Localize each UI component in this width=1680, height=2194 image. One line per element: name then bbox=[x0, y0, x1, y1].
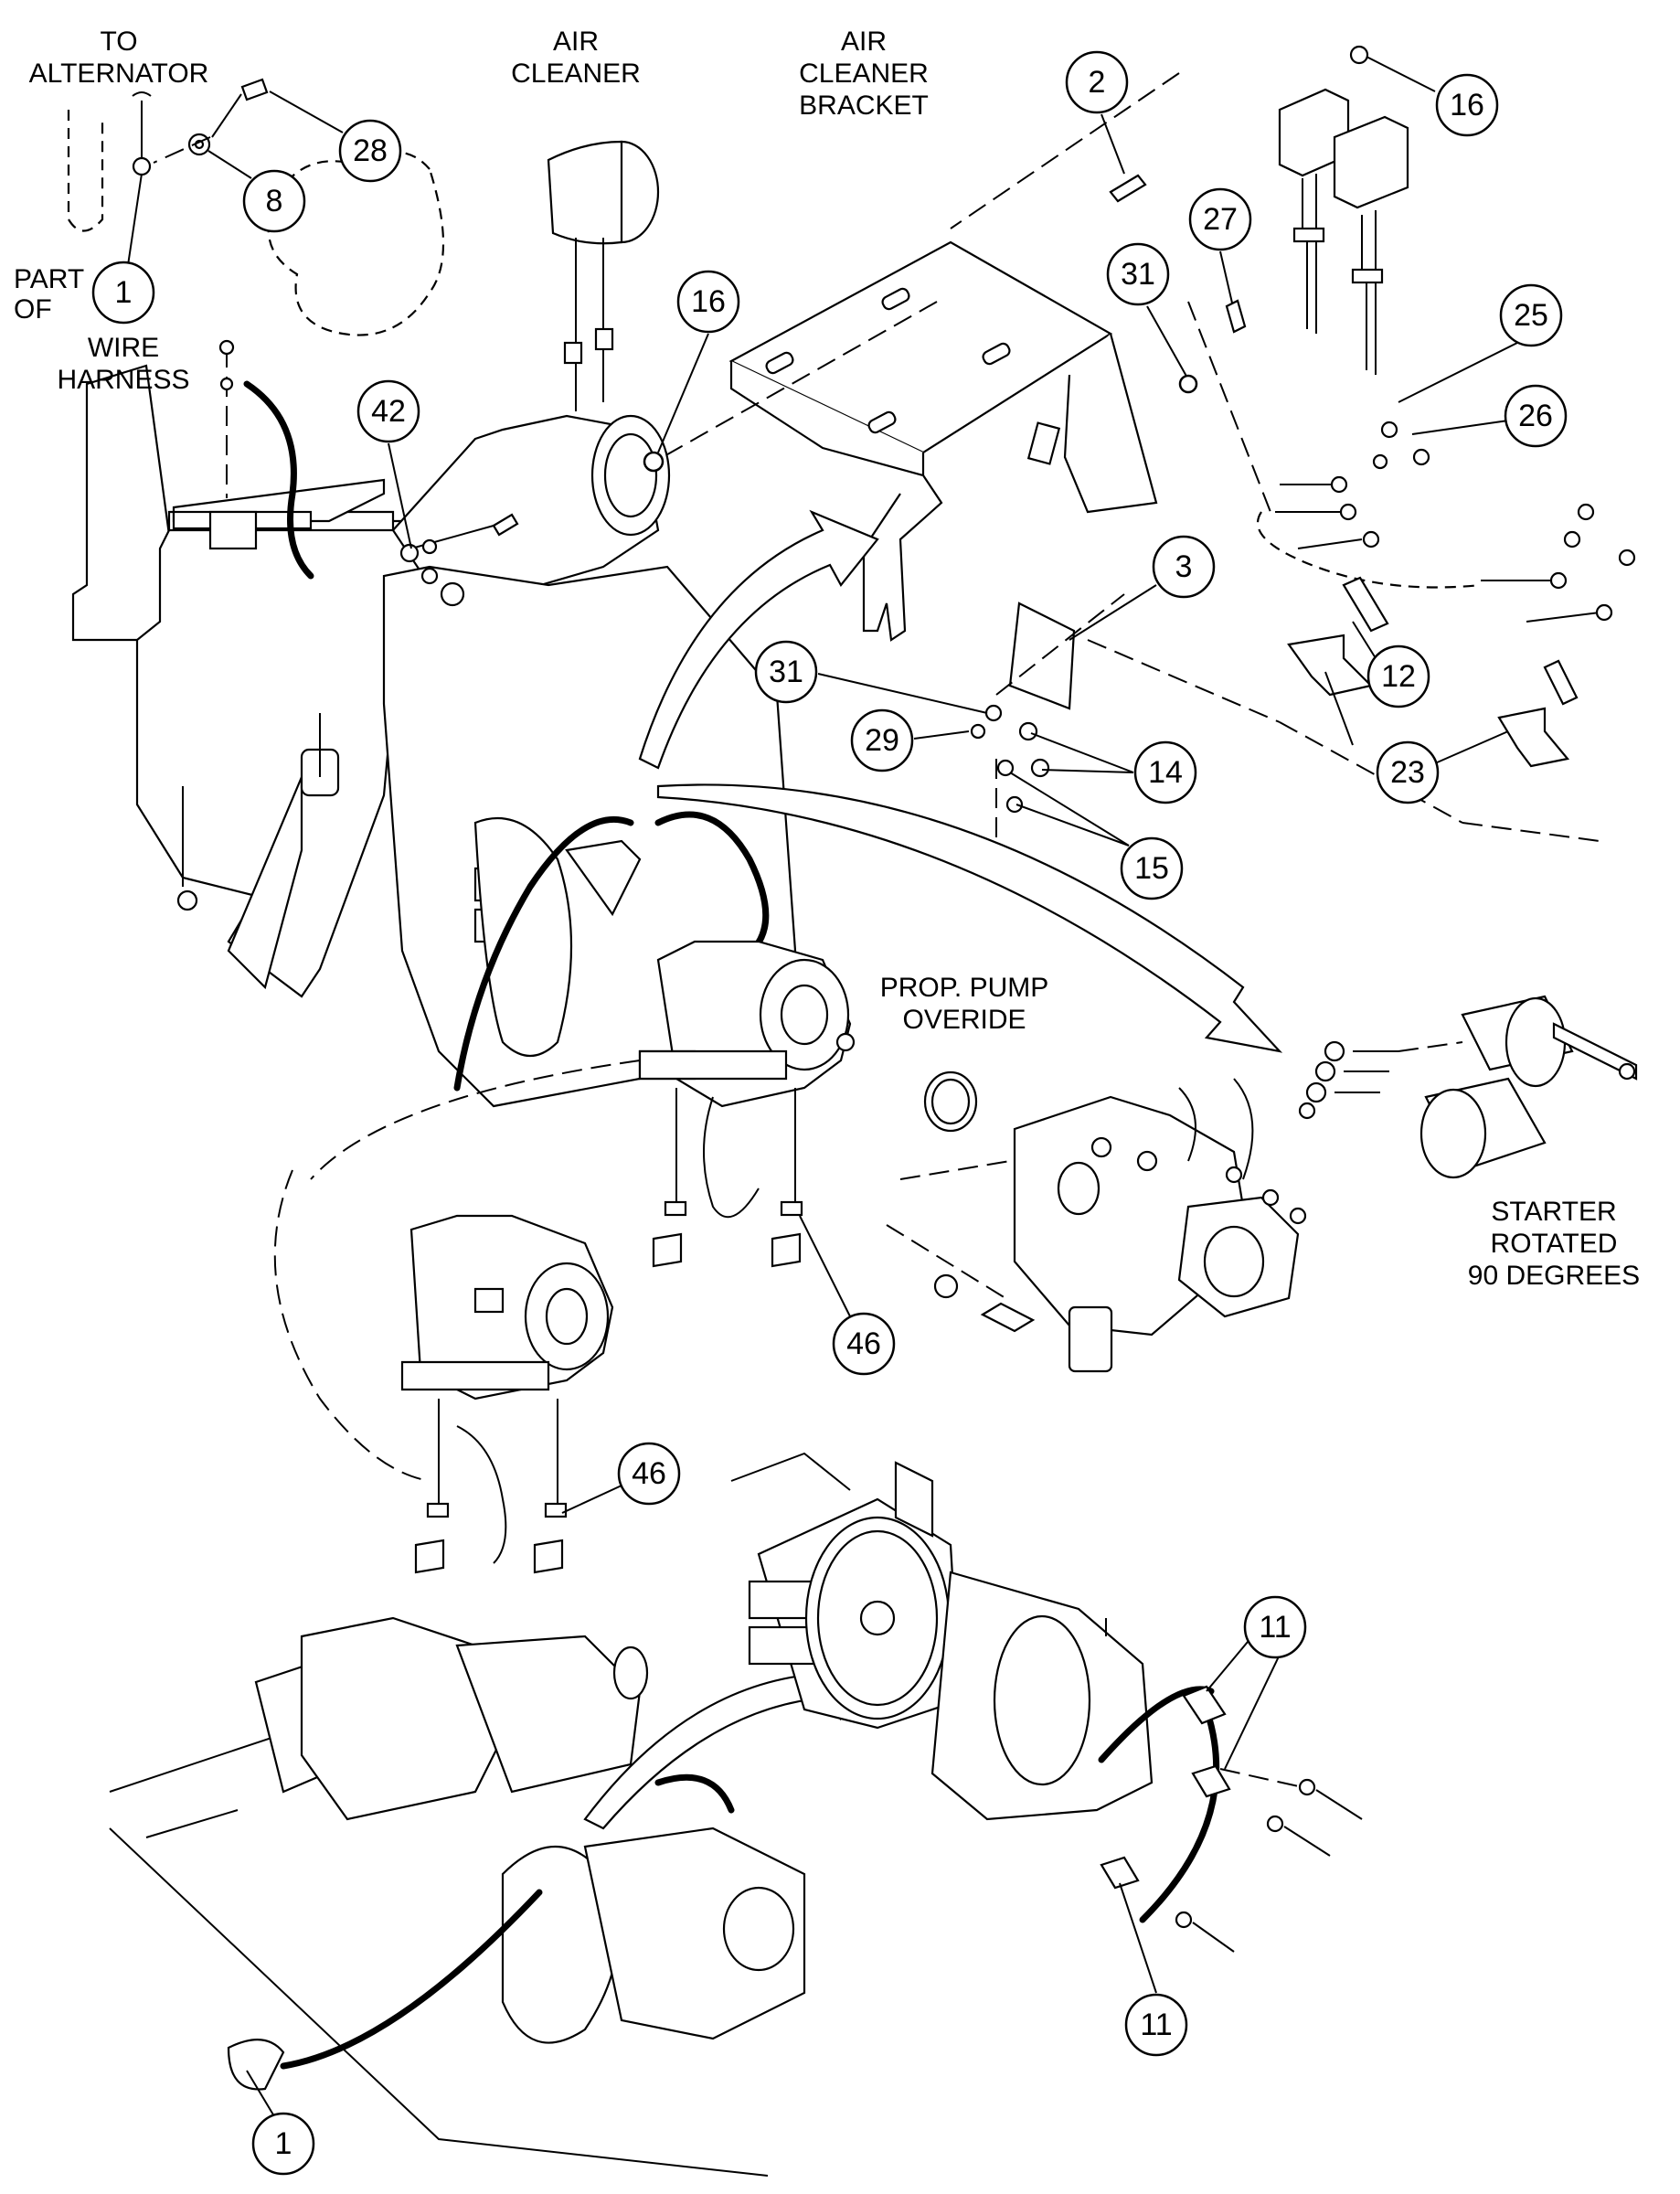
callout-28: 28 bbox=[269, 91, 402, 183]
label-air-cleaner-line1: AIR bbox=[553, 27, 599, 57]
svg-text:11: 11 bbox=[1259, 1610, 1291, 1645]
wire-harness-starter bbox=[453, 815, 634, 1092]
label-prop-pump-line1: PROP. PUMP bbox=[880, 973, 1049, 1003]
callout-12: 12 bbox=[1352, 621, 1430, 708]
label-to-alternator-line2: ALTERNATOR bbox=[29, 59, 209, 89]
bell-housing bbox=[730, 1452, 1363, 1953]
svg-text:1: 1 bbox=[115, 275, 133, 310]
air-cleaner-bracket bbox=[662, 72, 1180, 642]
callout-1-bottom: 1 bbox=[246, 2070, 315, 2176]
bolt-42 bbox=[399, 513, 519, 607]
svg-text:3: 3 bbox=[1175, 549, 1193, 584]
svg-text:2: 2 bbox=[1089, 65, 1106, 100]
label-to-alternator-line1: TO bbox=[100, 27, 137, 57]
svg-text:16: 16 bbox=[691, 284, 726, 319]
callout-14: 14 bbox=[1030, 732, 1197, 804]
hydraulic-pump-mid bbox=[638, 940, 856, 1268]
label-bracket-line3: BRACKET bbox=[799, 91, 929, 121]
callout-16-left: 16 bbox=[643, 270, 740, 473]
wire-harness-pump bbox=[654, 811, 770, 964]
callout-3: 3 bbox=[1069, 535, 1216, 641]
label-starter-line1: STARTER bbox=[1491, 1197, 1616, 1227]
svg-text:15: 15 bbox=[1134, 851, 1169, 886]
callout-16-right: 16 bbox=[1366, 56, 1499, 137]
label-prop-pump-line2: OVERIDE bbox=[902, 1005, 1026, 1035]
svg-text:42: 42 bbox=[371, 394, 406, 429]
label-starter-line3: 90 DEGREES bbox=[1468, 1261, 1640, 1291]
callout-15: 15 bbox=[1009, 772, 1184, 900]
text-labels: TO ALTERNATOR AIR CLEANER AIR CLEANER BR… bbox=[14, 27, 1640, 1291]
label-bracket-line1: AIR bbox=[841, 27, 887, 57]
starter bbox=[1298, 995, 1638, 1179]
callout-31-mid: 31 bbox=[754, 640, 988, 714]
label-starter-line2: ROTATED bbox=[1491, 1229, 1618, 1259]
arrow-to-bracket bbox=[638, 509, 879, 770]
callout-26: 26 bbox=[1411, 384, 1568, 448]
callout-27: 27 bbox=[1188, 187, 1252, 334]
svg-text:12: 12 bbox=[1381, 659, 1416, 694]
svg-text:26: 26 bbox=[1518, 399, 1553, 433]
terminal-hardware bbox=[1087, 301, 1636, 842]
hydraulic-pump-lower bbox=[273, 1060, 641, 1574]
svg-text:25: 25 bbox=[1514, 298, 1548, 333]
mount-plate bbox=[970, 593, 1125, 841]
relays bbox=[1278, 45, 1409, 375]
callout-2: 2 bbox=[1065, 50, 1147, 203]
svg-text:23: 23 bbox=[1390, 755, 1425, 790]
label-part-of-line2: OF bbox=[14, 294, 52, 325]
callout-8: 8 bbox=[207, 150, 306, 233]
svg-text:28: 28 bbox=[353, 133, 388, 168]
prop-pump-override bbox=[886, 1070, 1307, 1373]
svg-text:46: 46 bbox=[632, 1456, 666, 1491]
air-cleaner bbox=[267, 140, 660, 411]
label-bracket-line2: CLEANER bbox=[799, 59, 929, 89]
callout-11-bottom: 11 bbox=[1119, 1882, 1188, 2057]
label-wire-harness-line1: WIRE bbox=[88, 333, 159, 363]
callout-29: 29 bbox=[850, 708, 970, 772]
callout-25: 25 bbox=[1398, 283, 1563, 403]
label-part-of-line1: PART bbox=[14, 264, 84, 294]
machine-assembly bbox=[109, 1616, 806, 2177]
svg-text:1: 1 bbox=[275, 2126, 292, 2161]
label-wire-harness-line2: HARNESS bbox=[57, 365, 189, 395]
svg-text:11: 11 bbox=[1140, 2008, 1172, 2042]
svg-text:27: 27 bbox=[1203, 202, 1238, 237]
callout-31-top: 31 bbox=[1106, 242, 1198, 394]
callout-46-mid: 46 bbox=[799, 1215, 896, 1376]
callout-1-top: 1 bbox=[91, 173, 155, 325]
svg-text:31: 31 bbox=[769, 655, 803, 689]
svg-text:31: 31 bbox=[1121, 257, 1155, 292]
label-air-cleaner-line2: CLEANER bbox=[511, 59, 641, 89]
callout-46-low: 46 bbox=[561, 1442, 681, 1514]
wire-harness-engine bbox=[243, 380, 314, 580]
arrow-to-starter bbox=[656, 783, 1283, 1053]
callout-42: 42 bbox=[356, 379, 420, 549]
svg-text:8: 8 bbox=[266, 184, 283, 218]
svg-text:14: 14 bbox=[1148, 755, 1183, 790]
callout-23: 23 bbox=[1324, 671, 1509, 804]
svg-text:29: 29 bbox=[865, 723, 899, 758]
alternator-hardware bbox=[67, 78, 269, 232]
callout-11-top: 11 bbox=[1206, 1595, 1307, 1770]
svg-text:46: 46 bbox=[846, 1326, 881, 1361]
svg-text:16: 16 bbox=[1450, 88, 1484, 122]
